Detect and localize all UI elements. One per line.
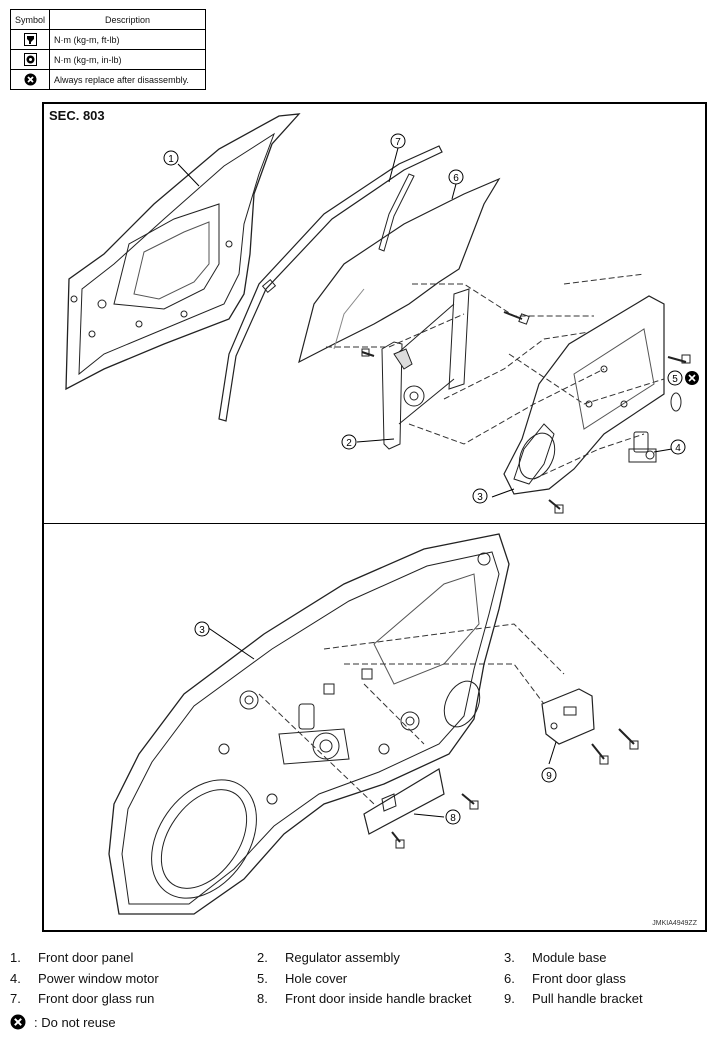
torque-in-lb-icon xyxy=(23,53,37,66)
svg-text:6: 6 xyxy=(453,173,459,184)
regulator-assembly-drawing xyxy=(381,288,470,450)
callout-5: 5 xyxy=(667,370,683,386)
pull-handle-bracket-drawing xyxy=(541,688,595,745)
legend-row-2: N·m (kg-m, in-lb) xyxy=(49,49,206,70)
exploded-view-frame: SEC. 803 xyxy=(42,102,707,932)
do-not-reuse-note: : Do not reuse xyxy=(10,1014,116,1030)
svg-text:3: 3 xyxy=(199,625,205,636)
parts-row: 7.Front door glass run 8.Front door insi… xyxy=(10,991,710,1012)
view-divider xyxy=(44,523,705,524)
callout-4: 4 xyxy=(670,439,686,455)
part-item: 6.Front door glass xyxy=(504,970,626,986)
part-item: 1.Front door panel xyxy=(10,950,134,965)
part-item: 5.Hole cover xyxy=(257,970,348,986)
section-label: SEC. 803 xyxy=(49,108,105,123)
part-item: 7.Front door glass run xyxy=(10,991,155,1006)
svg-text:5: 5 xyxy=(672,374,678,385)
callout-9: 9 xyxy=(541,767,557,783)
callout-3-bottom: 3 xyxy=(194,621,210,637)
svg-text:1: 1 xyxy=(168,154,174,165)
part-item: 2.Regulator assembly xyxy=(257,950,400,965)
callout-1: 1 xyxy=(163,150,179,166)
always-replace-icon xyxy=(24,73,36,86)
top-leader-lines xyxy=(326,273,665,480)
motor-bottom-drawing xyxy=(278,703,350,765)
front-door-panel-drawing xyxy=(65,113,301,391)
do-not-reuse-marker-icon xyxy=(685,371,699,385)
parts-row: 4.Power window motor 5.Hole cover 6.Fron… xyxy=(10,971,710,992)
callout-3-top: 3 xyxy=(472,488,488,504)
exploded-view-art xyxy=(65,113,691,915)
callout-6: 6 xyxy=(448,169,464,185)
do-not-reuse-icon xyxy=(10,1014,26,1030)
inside-handle-bracket-drawing xyxy=(363,768,445,835)
part-item: 3.Module base xyxy=(504,950,607,965)
bottom-leader-lines xyxy=(258,623,565,805)
module-base-top-drawing xyxy=(503,295,665,495)
top-bolts xyxy=(361,311,691,514)
parts-list: 1.Front door panel 2.Regulator assembly … xyxy=(10,950,710,1012)
svg-text:2: 2 xyxy=(346,438,352,449)
legend-row-3: Always replace after disassembly. xyxy=(49,69,206,90)
part-item: 4.Power window motor xyxy=(10,970,159,986)
callout-8: 8 xyxy=(445,809,461,825)
svg-text:9: 9 xyxy=(546,771,552,782)
symbol-legend-table: Symbol Description N·m (kg-m, ft-lb) N·m… xyxy=(9,9,206,90)
power-window-motor-drawing xyxy=(628,431,657,463)
module-base-bottom-drawing xyxy=(108,533,510,915)
callout-7: 7 xyxy=(390,133,406,149)
legend-row-1: N·m (kg-m, ft-lb) xyxy=(49,29,206,50)
svg-text:7: 7 xyxy=(395,137,401,148)
part-item: 8.Front door inside handle bracket xyxy=(257,991,472,1006)
figure-code: JMKIA4949ZZ xyxy=(652,920,697,927)
legend-header-description: Description xyxy=(49,9,206,30)
front-door-glass-drawing xyxy=(298,177,501,364)
do-not-reuse-text: : Do not reuse xyxy=(34,1014,116,1030)
callout-2: 2 xyxy=(341,434,357,450)
legend-header-symbol: Symbol xyxy=(9,9,51,30)
hole-cover-drawing xyxy=(670,392,682,412)
callouts-layer: 1 7 6 5 4 2 3 3 9 8 xyxy=(163,133,699,825)
glass-run-drawing xyxy=(218,145,443,422)
torque-ft-lb-icon xyxy=(23,33,37,46)
part-item: 9.Pull handle bracket xyxy=(504,991,643,1006)
svg-text:8: 8 xyxy=(450,813,456,824)
parts-row: 1.Front door panel 2.Regulator assembly … xyxy=(10,950,710,971)
bottom-bolts xyxy=(391,728,639,849)
svg-text:4: 4 xyxy=(675,443,681,454)
svg-text:3: 3 xyxy=(477,492,483,503)
